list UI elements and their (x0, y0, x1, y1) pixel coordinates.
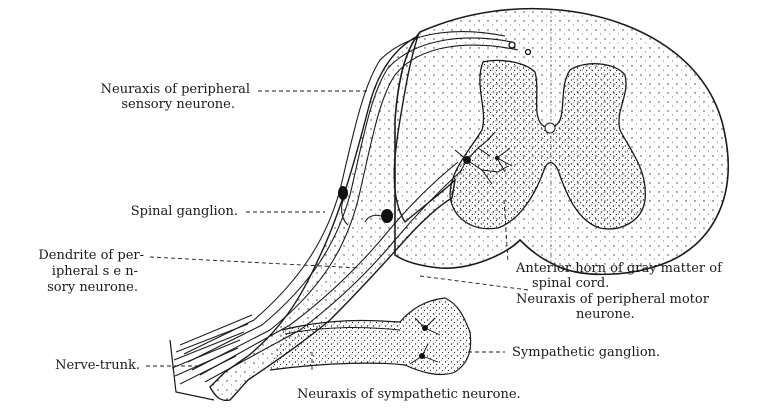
label-motor-neuraxis-2: neurone. (576, 307, 635, 322)
label-sympathetic-neuraxis: Neuraxis of sympathetic neurone. (297, 387, 521, 402)
label-dendrite-3: sory neurone. (47, 280, 138, 295)
label-sensory-neuraxis-1: Neuraxis of peripheral (101, 82, 250, 97)
label-spinal-ganglion: Spinal ganglion. (131, 204, 238, 219)
label-sensory-neuraxis-2: sensory neurone. (121, 97, 235, 112)
label-nerve-trunk: Nerve-trunk. (55, 358, 140, 373)
label-dendrite-2: ipheral s e n- (52, 264, 138, 279)
label-anterior-horn-2: spinal cord. (532, 276, 609, 291)
label-motor-neuraxis-1: Neuraxis of peripheral motor (516, 292, 710, 307)
label-dendrite-1: Dendrite of per- (38, 248, 144, 263)
label-anterior-horn-1: Anterior horn of gray matter of (515, 261, 723, 276)
label-sympathetic-ganglion: Sympathetic ganglion. (512, 345, 660, 360)
